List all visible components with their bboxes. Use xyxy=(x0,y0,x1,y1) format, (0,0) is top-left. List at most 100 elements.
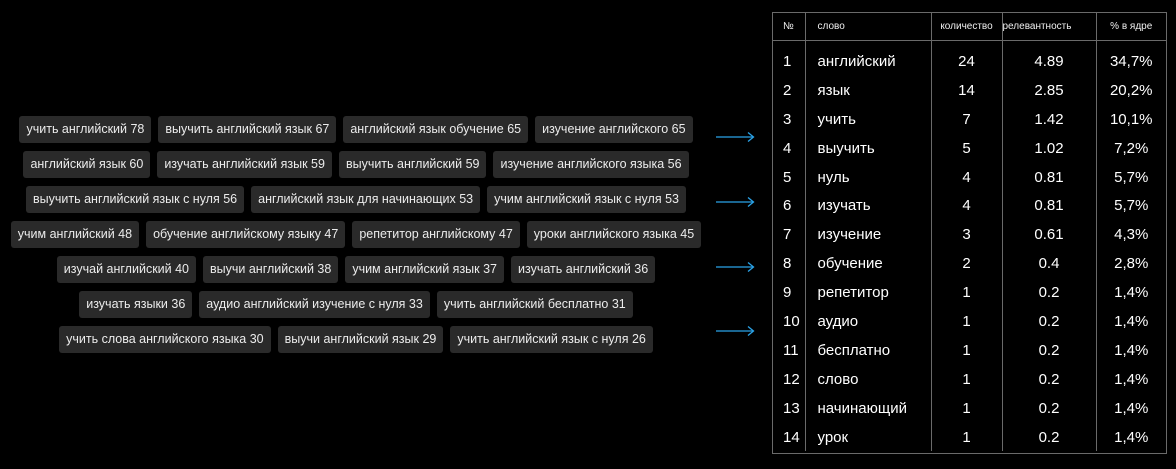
cell-word: нуль xyxy=(804,162,931,192)
cell-percent: 1,4% xyxy=(1095,335,1166,365)
cell-count: 1 xyxy=(930,393,1002,423)
cell-relevance: 0.2 xyxy=(1001,335,1096,365)
keyword-tag: учим английский 48 xyxy=(10,221,140,248)
keyword-tag: изучение английского 65 xyxy=(535,116,693,143)
cell-count: 14 xyxy=(930,75,1002,105)
cell-number: 1 xyxy=(783,52,792,70)
keyword-tag: аудио английский изучение с нуля 33 xyxy=(199,291,430,318)
cell-word: учить xyxy=(804,104,931,134)
cell-percent: 1,4% xyxy=(1095,364,1166,394)
keyword-tag: выучи английский 38 xyxy=(203,256,339,283)
cell-relevance: 0.2 xyxy=(1001,307,1096,336)
cell-percent: 20,2% xyxy=(1095,75,1166,105)
keyword-tag: учить английский язык с нуля 26 xyxy=(450,326,653,353)
cell-count: 24 xyxy=(930,40,1002,76)
cell-percent: 4,3% xyxy=(1095,220,1166,250)
cell-relevance: 0.2 xyxy=(1001,422,1096,452)
cell-count: 1 xyxy=(930,422,1002,452)
cell-percent: 5,7% xyxy=(1095,191,1166,221)
cell-percent: 1,4% xyxy=(1095,422,1166,452)
cell-number: 2 xyxy=(783,81,792,99)
keyword-tag: учить английский 78 xyxy=(19,116,152,143)
cell-count: 5 xyxy=(930,133,1002,163)
cell-word: изучение xyxy=(804,220,931,250)
keyword-tag: изучать английский язык 59 xyxy=(157,151,332,178)
cell-word: начинающий xyxy=(804,393,931,423)
right-arrow-icon xyxy=(716,261,755,273)
cell-number: 12 xyxy=(783,370,800,388)
cell-word: английский xyxy=(804,40,931,76)
cell-number: 9 xyxy=(783,284,792,302)
cell-count: 1 xyxy=(930,307,1002,336)
cell-percent: 1,4% xyxy=(1095,393,1166,423)
cell-number: 11 xyxy=(783,341,799,359)
keyword-tag: изучать языки 36 xyxy=(79,291,193,318)
table-header-row: № слово количество релевантность % в ядр… xyxy=(773,13,1166,41)
cell-word: урок xyxy=(804,422,931,452)
cell-count: 3 xyxy=(930,220,1002,250)
cell-count: 4 xyxy=(930,162,1002,192)
keyword-tag: выучить английский язык 67 xyxy=(158,116,337,143)
column-header-word: слово xyxy=(804,13,931,41)
cell-count: 1 xyxy=(930,364,1002,394)
column-header-percent: % в ядре xyxy=(1095,13,1166,41)
keyword-tag: учить слова английского языка 30 xyxy=(59,326,271,353)
keyword-tag: изучать английский 36 xyxy=(511,256,656,283)
cell-count: 1 xyxy=(930,335,1002,365)
cell-word: бесплатно xyxy=(804,335,931,365)
keyword-tag: изучай английский 40 xyxy=(56,256,196,283)
cell-number: 3 xyxy=(783,110,792,128)
cell-number: 8 xyxy=(783,255,792,273)
cell-relevance: 0.81 xyxy=(1001,162,1096,192)
cell-relevance: 1.42 xyxy=(1001,104,1096,134)
word-frequency-table: № слово количество релевантность % в ядр… xyxy=(772,12,1167,454)
cell-number: 5 xyxy=(783,168,792,186)
keyword-tag: репетитор английскому 47 xyxy=(352,221,520,248)
cell-relevance: 2.85 xyxy=(1001,75,1096,105)
column-header-relevance: релевантность xyxy=(1001,13,1096,41)
cell-word: изучать xyxy=(804,191,931,221)
cell-relevance: 0.4 xyxy=(1001,249,1096,279)
cell-number: 10 xyxy=(783,312,800,330)
cell-relevance: 0.81 xyxy=(1001,191,1096,221)
cell-number: 14 xyxy=(783,428,800,446)
cell-percent: 2,8% xyxy=(1095,249,1166,279)
right-arrow-icon xyxy=(716,196,755,208)
keyword-tag: выучить английский язык с нуля 56 xyxy=(26,186,245,213)
cell-relevance: 0.2 xyxy=(1001,393,1096,423)
cell-percent: 34,7% xyxy=(1095,40,1166,76)
cell-count: 2 xyxy=(930,249,1002,279)
cell-word: слово xyxy=(804,364,931,394)
cell-number: 6 xyxy=(783,197,792,215)
keyword-tag: выучи английский язык 29 xyxy=(277,326,444,353)
cell-word: репетитор xyxy=(804,278,931,308)
cell-word: аудио xyxy=(804,307,931,336)
column-header-count: количество xyxy=(930,13,1002,41)
keyword-tag: английский язык обучение 65 xyxy=(343,116,529,143)
keyword-tag: английский язык для начинающих 53 xyxy=(251,186,481,213)
cell-percent: 5,7% xyxy=(1095,162,1166,192)
cell-count: 4 xyxy=(930,191,1002,221)
cell-percent: 1,4% xyxy=(1095,307,1166,336)
cell-relevance: 1.02 xyxy=(1001,133,1096,163)
right-arrow-icon xyxy=(716,325,755,337)
keyword-tag: английский язык 60 xyxy=(23,151,151,178)
keyword-tag: изучение английского языка 56 xyxy=(493,151,689,178)
cell-relevance: 0.2 xyxy=(1001,278,1096,308)
